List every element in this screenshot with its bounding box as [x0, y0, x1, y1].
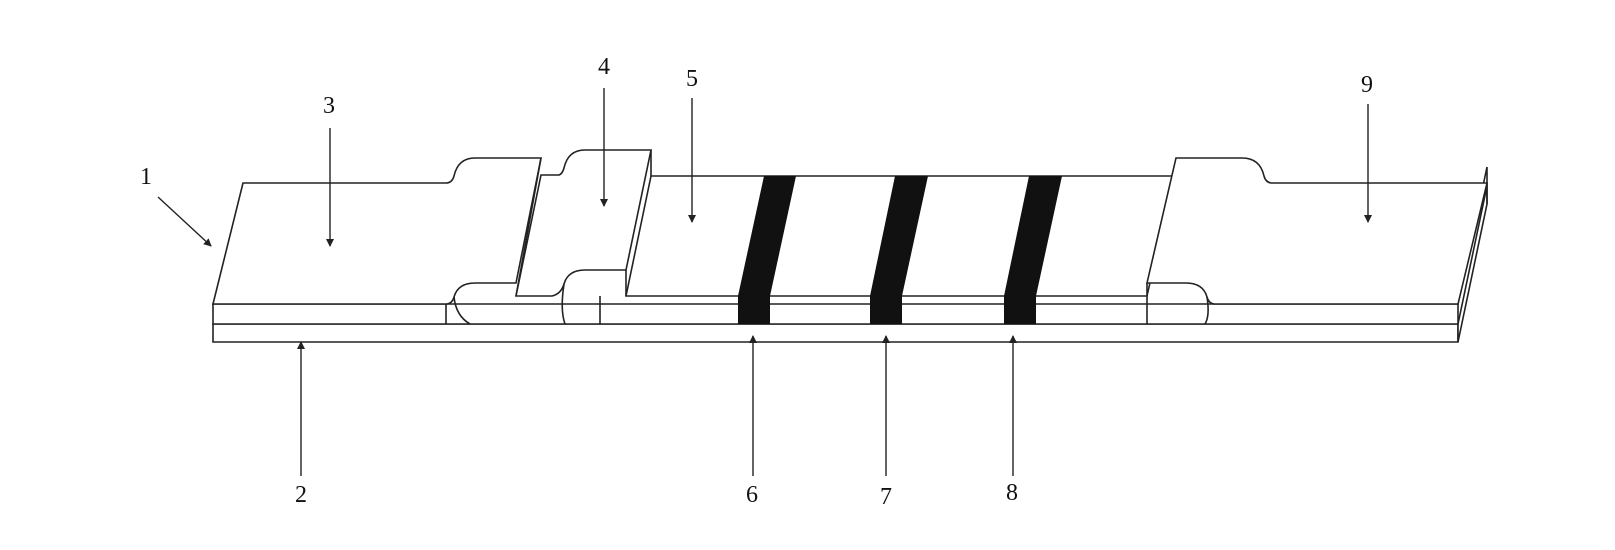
- label-3: 3: [323, 93, 335, 119]
- label-7: 7: [880, 484, 892, 510]
- label-8: 8: [1006, 480, 1018, 506]
- line-7: [870, 176, 928, 324]
- arrow-1: [157, 196, 212, 247]
- conjugate-pad: [515, 149, 652, 325]
- label-6: 6: [746, 482, 758, 508]
- label-5: 5: [686, 66, 698, 92]
- label-4: 4: [598, 54, 610, 80]
- label-9: 9: [1361, 72, 1373, 98]
- line-6: [738, 176, 796, 324]
- sample-pad: [211, 157, 542, 325]
- label-2: 2: [295, 482, 307, 508]
- line-8: [1004, 176, 1062, 324]
- absorbent-pad: [1145, 157, 1489, 325]
- label-1: 1: [140, 164, 152, 190]
